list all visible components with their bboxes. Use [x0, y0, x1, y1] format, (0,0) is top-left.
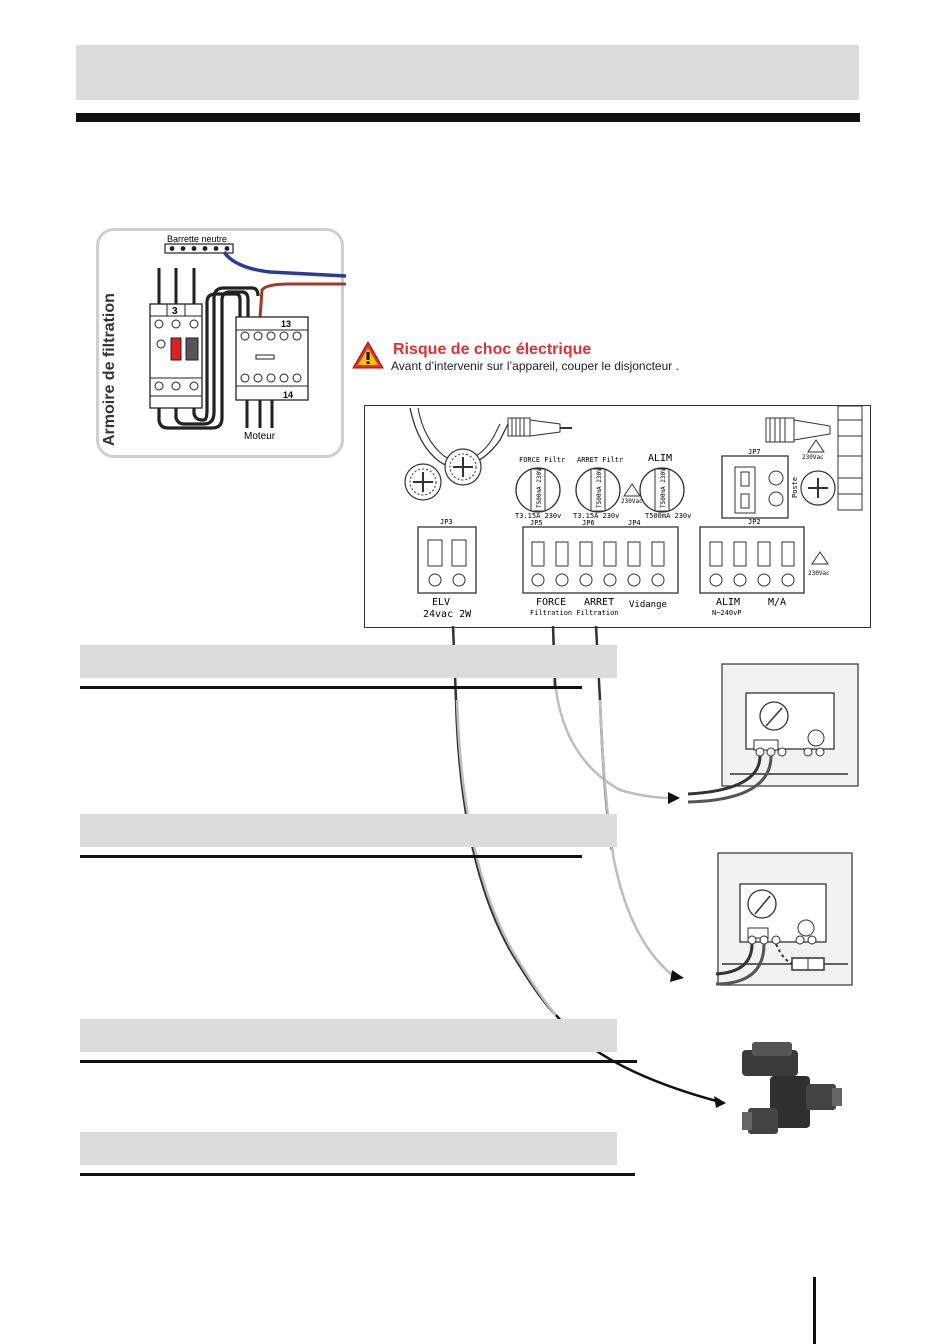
warning-title: Risque de choc électrique: [393, 341, 592, 358]
voltage-warning-icon-3: [811, 551, 829, 565]
voltage-warning-icon: [623, 483, 641, 497]
fuse-force: [515, 467, 561, 513]
motor-breaker: [149, 303, 203, 409]
supply-wires: [157, 268, 196, 304]
arrow-to-valve: [714, 1096, 726, 1108]
section-rule-3: [80, 1060, 637, 1063]
trim-pot-2: [444, 448, 482, 486]
terminal-block-jp5-jp6-jp4: [522, 526, 679, 594]
fuse-alim-rating: T500mA 230v: [645, 512, 691, 520]
warning-text: Avant d’intervenir sur l’appareil, coupe…: [391, 359, 679, 373]
jp2-voltage: 230Vac: [808, 570, 830, 577]
fuse-arret: [575, 467, 621, 513]
label-alim-sub: N~240vP: [712, 609, 742, 617]
fuse-arret-inner: T500mA 230V: [596, 468, 603, 508]
fuse-alim-label: ALIM: [648, 453, 672, 464]
section-rule-4: [80, 1173, 635, 1176]
label-arret: ARRET: [584, 597, 614, 608]
solenoid-valve-icon: [742, 1042, 842, 1134]
fuse-alim-inner: T500mA 230V: [660, 468, 667, 508]
contactor-bottom-label: 14: [283, 390, 293, 400]
jp7-connector: [721, 455, 789, 519]
header-band: [76, 45, 859, 100]
arrow-to-box2: [670, 970, 684, 982]
cable-gland-right: [765, 405, 863, 511]
jp5-label: JP5: [530, 519, 543, 527]
warning-icon: [352, 340, 384, 369]
fuse-arret-label: ARRET Filtr: [577, 456, 623, 464]
jp2-label: JP2: [748, 518, 761, 526]
label-alim: ALIM: [716, 597, 740, 608]
section-band-2: [80, 814, 617, 847]
fuse-force-rating: T3.15A 230v: [515, 512, 561, 520]
section-band-4: [80, 1132, 617, 1165]
label-ma: M/A: [768, 597, 786, 608]
section-band-3: [80, 1019, 617, 1052]
fuse-alim: [639, 467, 685, 513]
neutral-bar-label: Barrette neutre: [167, 234, 227, 244]
probe-label: Poste: [791, 477, 799, 498]
bridge-wires: [157, 286, 260, 430]
section-band-1: [80, 645, 617, 678]
jp7-label: JP7: [748, 448, 761, 456]
terminal-block-jp2: [699, 526, 805, 594]
phase-wire: [258, 282, 346, 319]
trim-pot-3: [800, 470, 836, 506]
fuse-force-inner: T500mA 230V: [536, 468, 543, 508]
fuse-force-label: FORCE Filtr: [519, 456, 565, 464]
contactor: [235, 316, 309, 401]
voltage-warning-a: 230Vac: [621, 498, 643, 505]
voltage-warning-icon-2: [807, 439, 825, 453]
motor-wires: [245, 400, 274, 428]
jp7-voltage: 230Vac: [802, 454, 824, 461]
jp3-label: JP3: [440, 518, 453, 526]
cable-gland-left: [409, 407, 572, 468]
fuse-arret-rating: T3.15A 230v: [573, 512, 619, 520]
breaker-number: 3: [172, 306, 178, 317]
section-rule-1: [80, 686, 582, 689]
label-elv: ELV: [432, 597, 450, 608]
switch-box-2: [715, 852, 853, 986]
terminal-block-jp3: [417, 526, 477, 594]
wire-force: [551, 625, 671, 800]
page-edge-rule: [813, 1277, 816, 1344]
label-force: FORCE: [536, 597, 566, 608]
switch-box-1: [687, 663, 859, 804]
trim-pot-1: [404, 463, 442, 501]
motor-label: Moteur: [244, 431, 276, 442]
label-filtration-sub: Filtration Filtration: [530, 609, 619, 617]
jp6-label: JP6: [582, 519, 595, 527]
contactor-top-label: 13: [281, 319, 291, 329]
neutral-bar: [164, 243, 234, 254]
jp4-label: JP4: [628, 519, 641, 527]
label-elv-sub: 24vac 2W: [423, 609, 472, 620]
header-rule: [76, 113, 860, 122]
label-vidange: Vidange: [629, 600, 667, 610]
wire-elv-grey: [455, 699, 557, 1016]
wire-arret: [598, 699, 673, 976]
section-rule-2: [80, 855, 582, 858]
arrow-to-box1: [668, 792, 680, 804]
control-board: [364, 405, 871, 628]
neutral-wire: [222, 250, 347, 278]
